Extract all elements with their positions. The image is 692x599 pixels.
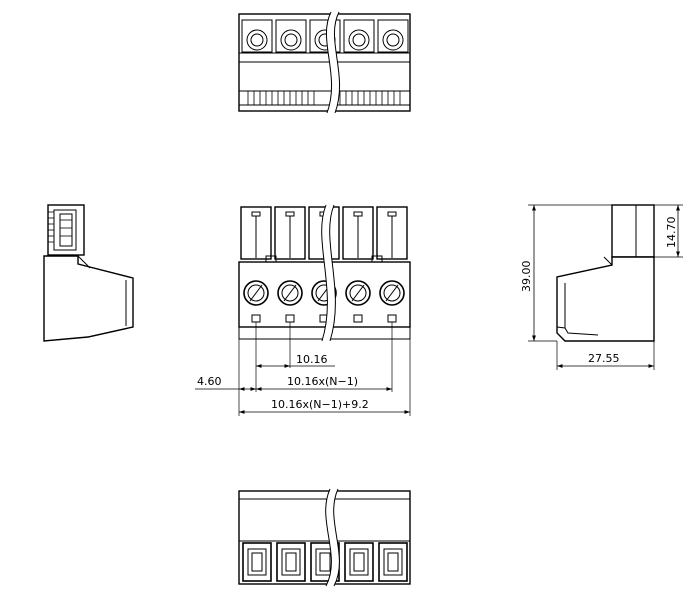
right-side-view — [528, 204, 683, 370]
dimension-depth: 27.55 — [557, 352, 654, 368]
top-view-break-line — [325, 11, 341, 114]
total-width-label: 10.16x(N−1)+9.2 — [271, 398, 369, 411]
dimension-pitch: 10.16 — [256, 353, 335, 368]
pitch-label: 10.16 — [296, 353, 328, 366]
left-side-view — [43, 204, 134, 342]
bottom-view — [238, 488, 411, 587]
dimension-total-width: 10.16x(N−1)+9.2 — [239, 398, 410, 414]
top-screw-1 — [241, 19, 273, 53]
dimension-height: 39.00 — [520, 205, 536, 341]
top-view-ribs — [247, 91, 401, 105]
offset-label: 4.60 — [197, 375, 222, 388]
top-screw-2 — [275, 19, 307, 53]
dimension-offset: 4.60 — [195, 375, 256, 391]
dimension-span: 10.16x(N−1) — [256, 375, 392, 391]
top-height-label: 14.70 — [665, 217, 678, 249]
front-view — [238, 204, 411, 416]
bottom-view-break-line — [325, 488, 340, 587]
height-label: 39.00 — [520, 261, 533, 293]
front-view-break-line — [321, 204, 336, 342]
depth-label: 27.55 — [588, 352, 620, 365]
span-label: 10.16x(N−1) — [287, 375, 358, 388]
front-screw-4 — [345, 280, 371, 323]
top-screw-5 — [377, 19, 409, 53]
top-view-screw-circles — [241, 19, 409, 53]
dimension-top-height: 14.70 — [665, 205, 680, 257]
front-view-wire-guides — [240, 206, 408, 260]
front-view-extension-lines — [238, 322, 411, 416]
front-screw-1 — [243, 280, 269, 323]
front-screw-5 — [379, 280, 405, 323]
front-screw-2 — [277, 280, 303, 323]
top-screw-4 — [343, 19, 375, 53]
top-view — [238, 11, 411, 114]
